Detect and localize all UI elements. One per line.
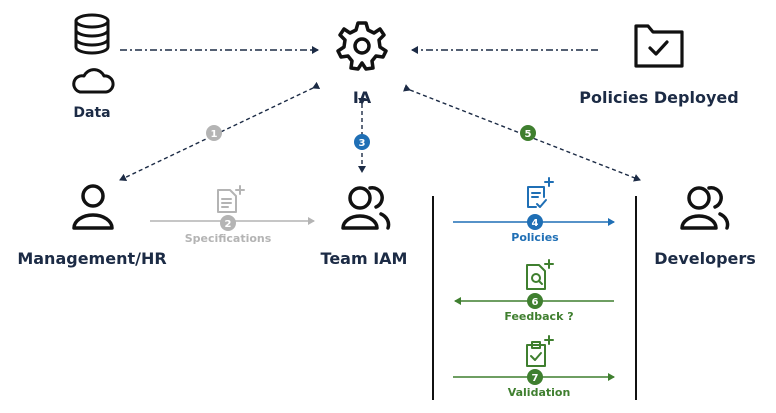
validation-label: Validation	[507, 386, 571, 399]
feedback-label: Feedback ?	[504, 310, 574, 323]
clipboard-check-icon	[526, 335, 554, 367]
developers-label: Developers	[654, 249, 756, 268]
svg-text:6: 6	[532, 297, 539, 308]
step-4-badge: 4	[527, 214, 543, 230]
policies-deployed-label: Policies Deployed	[579, 88, 739, 107]
policies-label: Policies	[511, 231, 559, 244]
management-label: Management/HR	[17, 249, 167, 268]
document-add-icon	[217, 185, 245, 213]
document-check-icon	[527, 177, 554, 208]
step-7-badge: 7	[527, 369, 543, 385]
team-users-icon	[341, 186, 391, 230]
document-search-icon	[526, 259, 554, 290]
person-icon	[72, 184, 114, 230]
svg-text:2: 2	[225, 219, 232, 230]
svg-text:5: 5	[525, 129, 532, 140]
svg-text:4: 4	[532, 218, 539, 229]
data-label: Data	[73, 105, 111, 121]
ia-developers-arrow	[402, 84, 641, 182]
cloud-icon	[72, 68, 115, 94]
svg-text:7: 7	[532, 373, 539, 384]
specifications-label: Specifications	[184, 232, 272, 245]
step-5-badge: 5	[520, 125, 536, 141]
step-2-badge: 2	[220, 215, 236, 231]
developers-users-icon	[680, 186, 730, 230]
step-6-badge: 6	[527, 293, 543, 309]
step-3-badge: 3	[354, 134, 370, 150]
step-1-badge: 1	[206, 125, 222, 141]
gear-icon	[336, 21, 388, 71]
svg-text:3: 3	[359, 138, 366, 149]
folder-check-icon	[634, 24, 684, 68]
database-icon	[74, 13, 110, 55]
team-iam-label: Team IAM	[320, 249, 408, 268]
svg-text:1: 1	[211, 129, 218, 140]
ia-label: IA	[352, 88, 372, 107]
